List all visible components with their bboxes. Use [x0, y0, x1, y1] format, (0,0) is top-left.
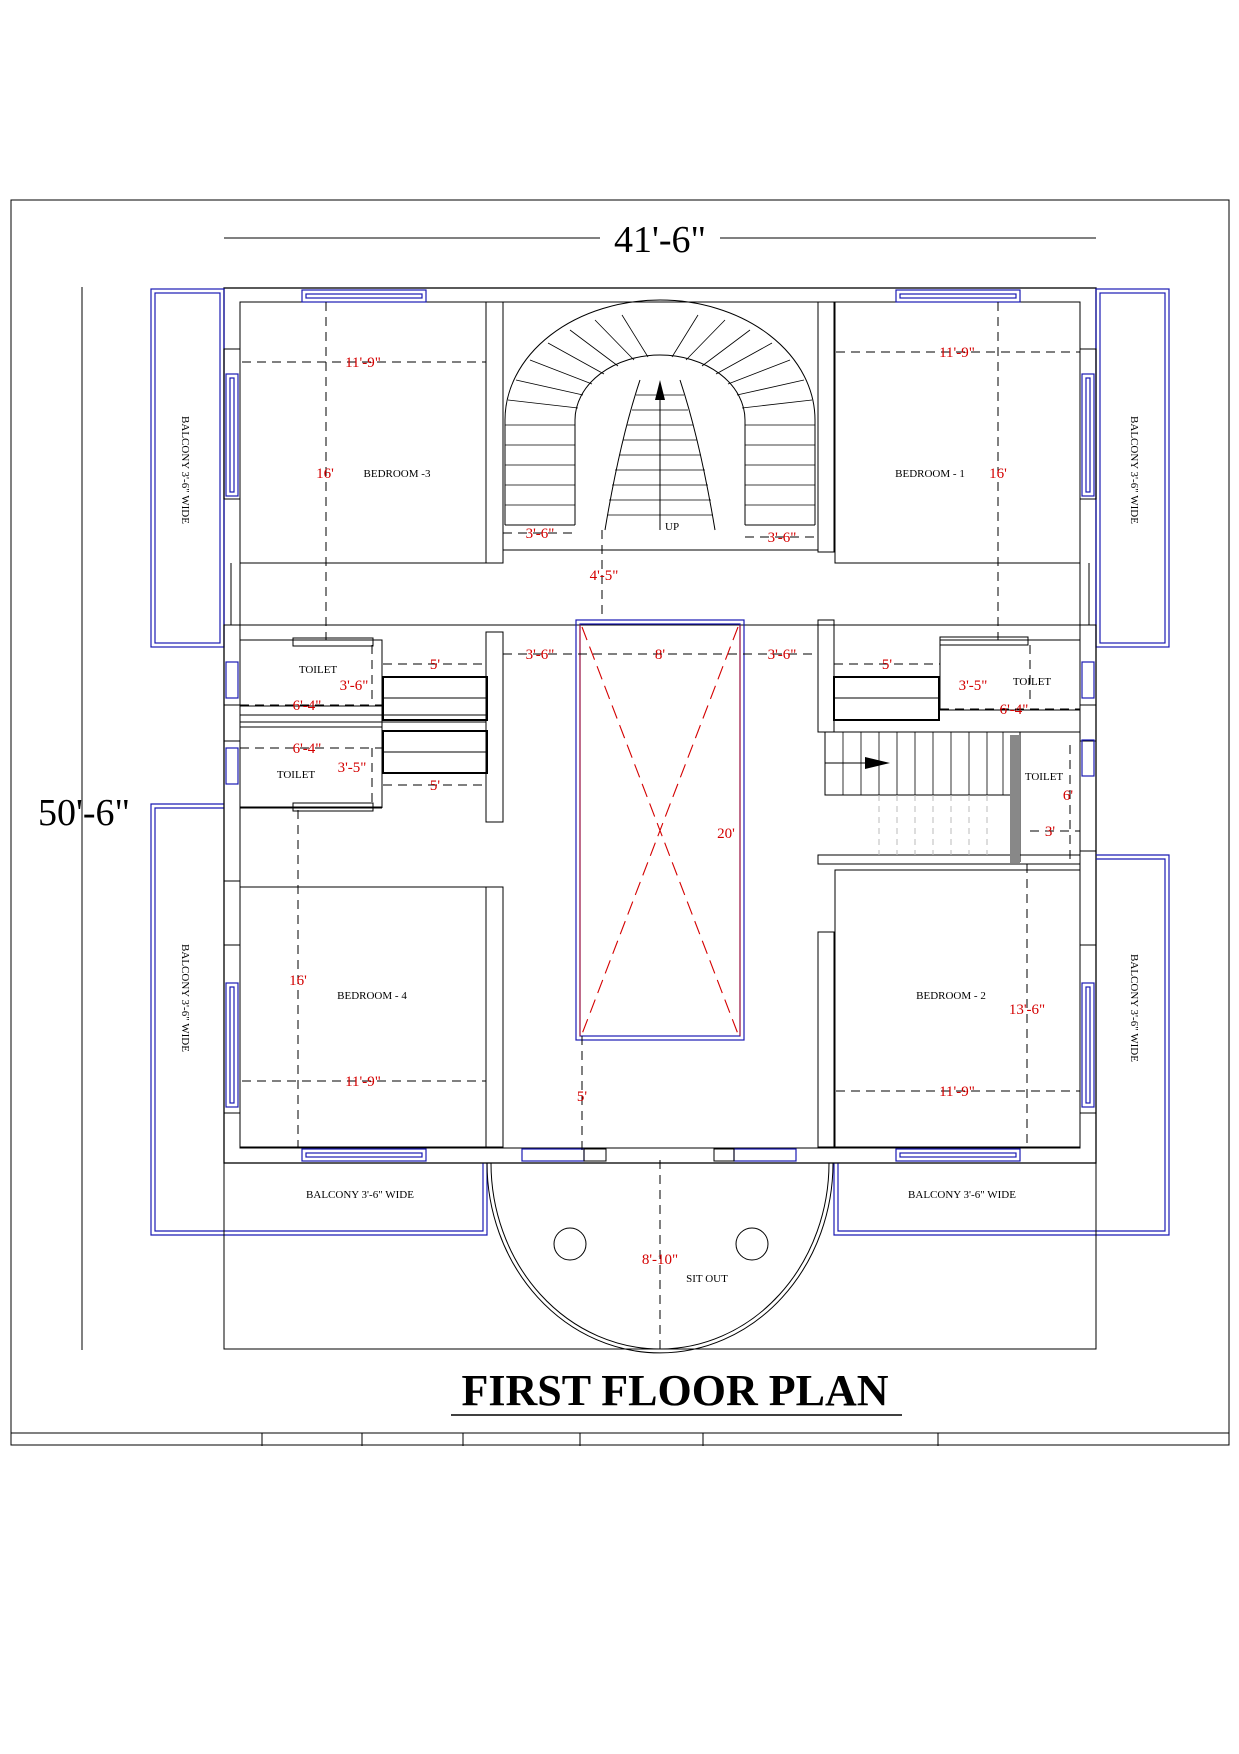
balcony-label-left-top: BALCONY 3'-6" WIDE — [179, 416, 191, 524]
balconies — [150, 288, 1170, 1236]
dim-toilet-upper-right-depth: 3'-5" — [959, 678, 988, 694]
spiral-staircase: UP — [504, 299, 816, 533]
dim-toilet-lower-left-width: 6'-4" — [293, 741, 322, 757]
dim-stair-right: 3'-6" — [768, 530, 797, 546]
dim-toilet-lower-left-depth: 3'-5" — [338, 760, 367, 776]
dim-passage-left: 3'-6" — [526, 647, 555, 663]
dim-void-length: 20' — [717, 826, 735, 842]
dim-stair-left: 3'-6" — [526, 526, 555, 542]
sheet-frame — [10, 199, 1230, 1446]
dim-sit-out: 8'-10" — [642, 1252, 678, 1268]
dim-wardrobe-right: 5' — [882, 657, 893, 673]
dim-bedroom-2-width: 11'-9" — [939, 1084, 975, 1100]
dim-bedroom-4-width: 11'-9" — [345, 1074, 381, 1090]
plan-title-block: FIRST FLOOR PLAN — [451, 1366, 902, 1416]
dim-toilet-lower-right-depth: 6' — [1063, 788, 1074, 804]
dim-stair-landing: 4'-5" — [590, 568, 619, 584]
toilet-label-lower-right: TOILET — [1025, 771, 1064, 783]
balcony-label-right-top: BALCONY 3'-6" WIDE — [1128, 416, 1140, 524]
dim-entry: 5' — [577, 1089, 588, 1105]
toilet-label-upper-left: TOILET — [299, 664, 338, 676]
room-labels: BEDROOM -3 BEDROOM - 1 BEDROOM - 4 BEDRO… — [179, 416, 1140, 1285]
plan-title: FIRST FLOOR PLAN — [461, 1366, 888, 1415]
dim-wardrobe-lower-left: 5' — [430, 778, 441, 794]
dim-bedroom-3-depth: 16' — [316, 466, 334, 482]
overall-width-label: 41'-6" — [614, 219, 706, 261]
dim-bedroom-3-width: 11'-9" — [345, 355, 381, 371]
bedroom-4-label: BEDROOM - 4 — [337, 990, 407, 1002]
dim-wardrobe-upper-left: 5' — [430, 657, 441, 673]
balcony-label-bottom-right: BALCONY 3'-6" WIDE — [908, 1189, 1016, 1201]
sit-out-label: SIT OUT — [686, 1273, 728, 1285]
bedroom-2-label: BEDROOM - 2 — [916, 990, 986, 1002]
dim-passage-right: 3'-6" — [768, 647, 797, 663]
dim-bedroom-4-depth: 16' — [289, 973, 307, 989]
dim-toilet-upper-left-width: 6'-4" — [293, 698, 322, 714]
overall-depth-label: 50'-6" — [38, 792, 130, 834]
toilet-label-lower-left: TOILET — [277, 769, 316, 781]
windows — [225, 289, 1095, 1162]
overall-width-dimension: 41'-6" — [224, 219, 1096, 261]
dim-bedroom-1-depth: 16' — [989, 466, 1007, 482]
balcony-label-bottom-left: BALCONY 3'-6" WIDE — [306, 1189, 414, 1201]
dim-toilet-upper-right-width: 6'-4" — [1000, 702, 1029, 718]
dim-toilet-upper-left-depth: 3'-6" — [340, 678, 369, 694]
stair-up-label: UP — [665, 521, 679, 533]
straight-stair — [824, 731, 1021, 863]
dimension-labels: 11'-9" 16' 11'-9" 16' 3'-6" 3'-6" 4'-5" … — [289, 345, 1073, 1268]
sit-out — [223, 1160, 1097, 1354]
dim-toilet-lower-right-width: 3' — [1045, 824, 1056, 840]
open-to-below-void — [575, 619, 745, 1041]
bedroom-1-label: BEDROOM - 1 — [895, 468, 965, 480]
toilet-label-upper-right: TOILET — [1013, 676, 1052, 688]
overall-depth-dimension: 50'-6" — [38, 287, 130, 1350]
bedroom-3-label: BEDROOM -3 — [364, 468, 431, 480]
dimension-guides — [240, 302, 1080, 1150]
balcony-label-right-bottom: BALCONY 3'-6" WIDE — [1128, 954, 1140, 1062]
dim-bedroom-2-depth: 13'-6" — [1009, 1002, 1045, 1018]
balcony-label-left-bottom: BALCONY 3'-6" WIDE — [179, 944, 191, 1052]
dim-bedroom-1-width: 11'-9" — [939, 345, 975, 361]
dim-void-width: 8' — [655, 647, 666, 663]
